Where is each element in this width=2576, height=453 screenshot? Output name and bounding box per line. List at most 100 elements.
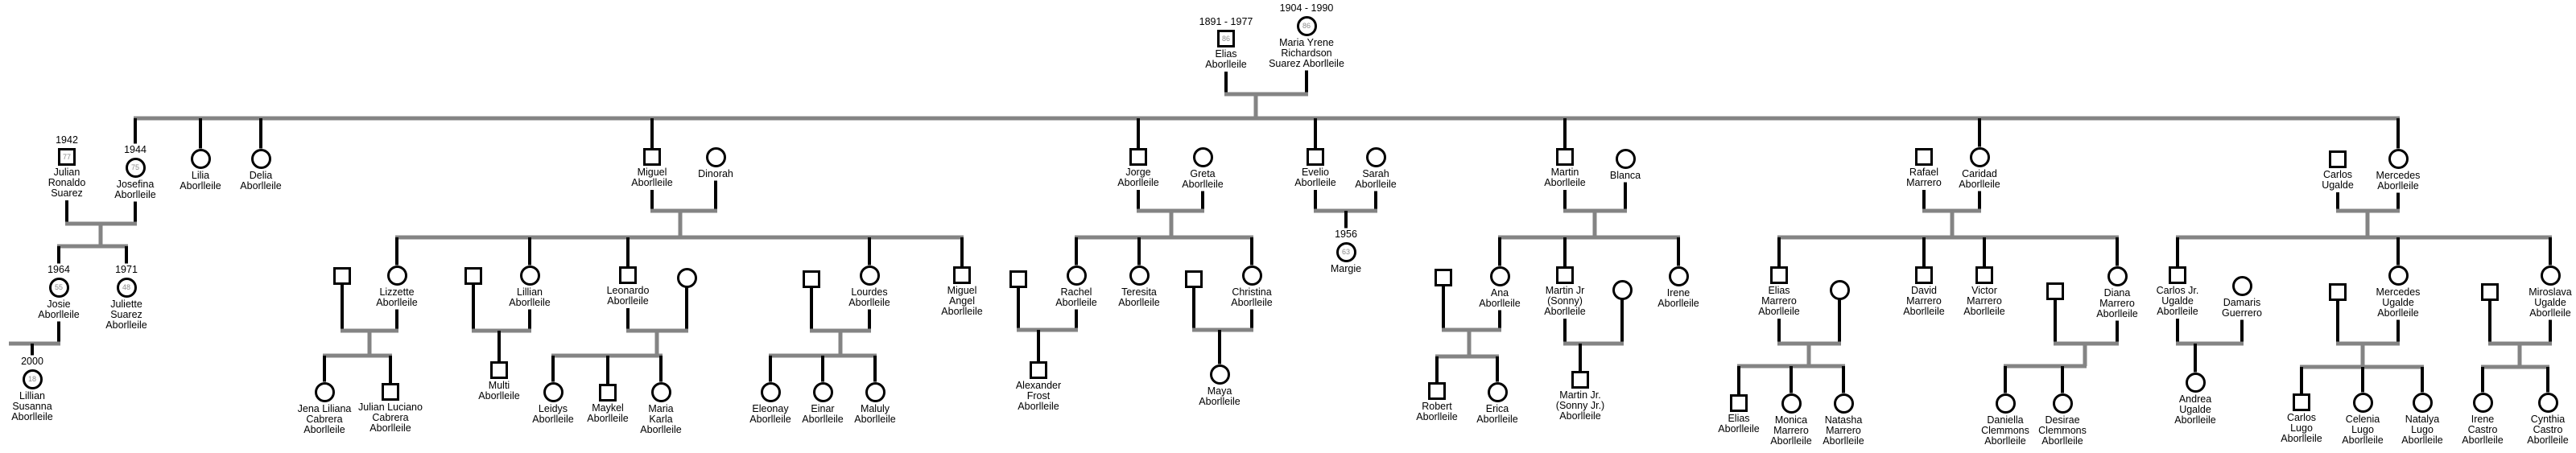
person-shape-lillian3-female-circle[interactable] xyxy=(519,265,540,286)
person-shape-maria-female-circle[interactable]: 86 xyxy=(1296,15,1317,36)
person-name-ana: Ana Aborlleile xyxy=(1479,286,1521,309)
person-name-evelio: Evelio Aborlleile xyxy=(1294,167,1336,188)
person-shape-maykel-male-square[interactable] xyxy=(599,384,617,402)
person-shape-einar-female-circle[interactable] xyxy=(812,381,833,402)
person-shape-teresita-female-circle[interactable] xyxy=(1129,265,1150,286)
person-shape-irene-female-circle[interactable] xyxy=(1668,266,1689,286)
person-shape-ana-female-circle[interactable] xyxy=(1489,266,1510,286)
person-name-jena: Jena Liliana Cabrera Aborlleile xyxy=(297,402,352,435)
person-shape-p_martinjr-female-circle[interactable] xyxy=(1612,279,1633,300)
person-shape-lillians-female-circle[interactable]: 18 xyxy=(22,369,43,389)
person-shape-eleonay-female-circle[interactable] xyxy=(760,381,781,402)
person-shape-david-male-square[interactable] xyxy=(1915,266,1933,284)
person-shape-p_eliasm-female-circle[interactable] xyxy=(1829,279,1850,300)
person-shape-daniella-female-circle[interactable] xyxy=(1995,393,2016,414)
person-shape-multi-male-square[interactable] xyxy=(490,361,508,379)
person-shape-erica-female-circle[interactable] xyxy=(1487,381,1508,402)
person-shape-cynthia-female-circle[interactable] xyxy=(2537,392,2558,413)
person-shape-andrea-female-circle[interactable] xyxy=(2185,372,2206,393)
person-shape-elias1-male-square[interactable]: 86 xyxy=(1217,30,1235,47)
person-shape-p_miroslava-male-square[interactable] xyxy=(2481,283,2499,301)
person-name-maluly: Maluly Aborlleile xyxy=(854,402,896,425)
person-shape-miguelangel-male-square[interactable] xyxy=(953,266,971,284)
person-shape-p_diana-male-square[interactable] xyxy=(2046,282,2064,300)
person-shape-diana-female-circle[interactable] xyxy=(2107,266,2128,286)
person-shape-greta-female-circle[interactable] xyxy=(1192,146,1213,167)
person-shape-p_mercedesu-male-square[interactable] xyxy=(2329,283,2347,301)
person-shape-leonardo-male-square[interactable] xyxy=(619,266,637,284)
person-shape-p_lillian-male-square[interactable] xyxy=(464,267,482,285)
person-shape-martin-male-square[interactable] xyxy=(1556,148,1574,166)
person-shape-elias4-male-square[interactable] xyxy=(1730,394,1748,412)
person-shape-mariakarla-female-circle[interactable] xyxy=(650,381,671,402)
person-shape-mercedes-female-circle[interactable] xyxy=(2388,148,2409,169)
person-shape-damaris-female-circle[interactable] xyxy=(2231,275,2252,296)
person-shape-caridad-female-circle[interactable] xyxy=(1969,146,1990,167)
person-age-maria: 86 xyxy=(1302,21,1311,30)
person-shape-julian-male-square[interactable]: 77 xyxy=(58,148,76,166)
person-name-diana: Diana Marrero Aborlleile xyxy=(2096,286,2138,319)
person-shape-blanca-female-circle[interactable] xyxy=(1615,148,1636,169)
person-shape-p_rachel-male-square[interactable] xyxy=(1009,270,1027,288)
person-shape-robert-male-square[interactable] xyxy=(1428,382,1446,400)
person-shape-desirae-female-circle[interactable] xyxy=(2052,393,2073,414)
person-shape-victor-male-square[interactable] xyxy=(1975,266,1993,284)
person-shape-evelio-male-square[interactable] xyxy=(1307,148,1324,166)
person-shape-martinjrjr-male-square[interactable] xyxy=(1571,371,1589,389)
person-shape-natalya-female-circle[interactable] xyxy=(2412,392,2433,413)
person-shape-alexander-male-square[interactable] xyxy=(1030,361,1047,379)
person-shape-maluly-female-circle[interactable] xyxy=(865,381,886,402)
person-years-julian: 1942 xyxy=(56,134,78,146)
person-shape-jena-female-circle[interactable] xyxy=(314,381,335,402)
person-name-miguel: Miguel Aborlleile xyxy=(631,167,673,188)
person-shape-julianl-male-square[interactable] xyxy=(382,383,399,401)
person-age-julian: 77 xyxy=(62,152,71,161)
person-years-josefina: 1944 xyxy=(124,143,147,155)
person-shape-rafael-male-square[interactable] xyxy=(1915,148,1933,166)
person-shape-maya-female-circle[interactable] xyxy=(1209,364,1230,385)
person-name-natalya: Natalya Lugo Aborlleile xyxy=(2401,413,2443,446)
person-shape-josie-female-circle[interactable]: 55 xyxy=(48,277,69,298)
person-shape-eliasm-male-square[interactable] xyxy=(1770,266,1788,284)
person-shape-natasha-female-circle[interactable] xyxy=(1833,393,1854,414)
person-shape-p_leonardo-female-circle[interactable] xyxy=(676,267,697,288)
person-shape-irenecastro-female-circle[interactable] xyxy=(2472,392,2493,413)
person-shape-p_lourdes-male-square[interactable] xyxy=(803,270,820,288)
person-shape-lizzette-female-circle[interactable] xyxy=(386,265,407,286)
person-shape-carloslugo-male-square[interactable] xyxy=(2293,393,2310,411)
person-name-elias1: Elias Aborlleile xyxy=(1205,48,1247,70)
person-years-elias1: 1891 - 1977 xyxy=(1199,16,1253,27)
person-shape-margie-female-circle[interactable]: 63 xyxy=(1335,241,1356,262)
person-name-alexander: Alexander Frost Aborlleile xyxy=(1015,380,1062,412)
person-name-josefina: Josefina Aborlleile xyxy=(114,178,156,200)
person-shape-mercedesu-female-circle[interactable] xyxy=(2388,265,2409,286)
person-shape-carlosu-male-square[interactable] xyxy=(2329,150,2347,168)
person-shape-delia-female-circle[interactable] xyxy=(250,148,271,169)
person-shape-miguel-male-square[interactable] xyxy=(643,148,661,166)
person-shape-p_christina-male-square[interactable] xyxy=(1185,270,1203,288)
person-age-margie: 63 xyxy=(1341,247,1350,256)
person-shape-p_lizzette-male-square[interactable] xyxy=(333,267,351,285)
person-shape-lourdes-female-circle[interactable] xyxy=(859,265,880,286)
person-shape-josefina-female-circle[interactable]: 75 xyxy=(125,157,146,178)
person-shape-jorge-male-square[interactable] xyxy=(1129,148,1147,166)
person-name-multi: Multi Aborlleile xyxy=(478,380,520,402)
person-shape-dinorah-female-circle[interactable] xyxy=(705,146,726,167)
person-shape-christina-female-circle[interactable] xyxy=(1241,265,1262,286)
person-name-mercedes: Mercedes Aborlleile xyxy=(2376,169,2421,191)
person-name-caridad: Caridad Aborlleile xyxy=(1959,167,2000,190)
person-shape-sarah-female-circle[interactable] xyxy=(1365,146,1386,167)
person-shape-leidys-female-circle[interactable] xyxy=(543,381,564,402)
person-name-carloslugo: Carlos Lugo Aborlleile xyxy=(2281,412,2322,444)
person-shape-carlosjr-male-square[interactable] xyxy=(2169,266,2186,284)
person-shape-juliette-female-circle[interactable]: 48 xyxy=(116,277,137,298)
person-shape-lilia-female-circle[interactable] xyxy=(190,148,211,169)
person-shape-rachel-female-circle[interactable] xyxy=(1066,265,1087,286)
person-shape-p_ana-male-square[interactable] xyxy=(1435,269,1452,286)
person-name-leidys: Leidys Aborlleile xyxy=(532,402,574,425)
person-shape-martinjr-male-square[interactable] xyxy=(1556,266,1574,284)
person-shape-celenia-female-circle[interactable] xyxy=(2352,392,2373,413)
person-shape-miroslava-female-circle[interactable] xyxy=(2540,265,2561,286)
person-age-elias1: 86 xyxy=(1221,34,1230,43)
person-shape-monica-female-circle[interactable] xyxy=(1781,393,1802,414)
